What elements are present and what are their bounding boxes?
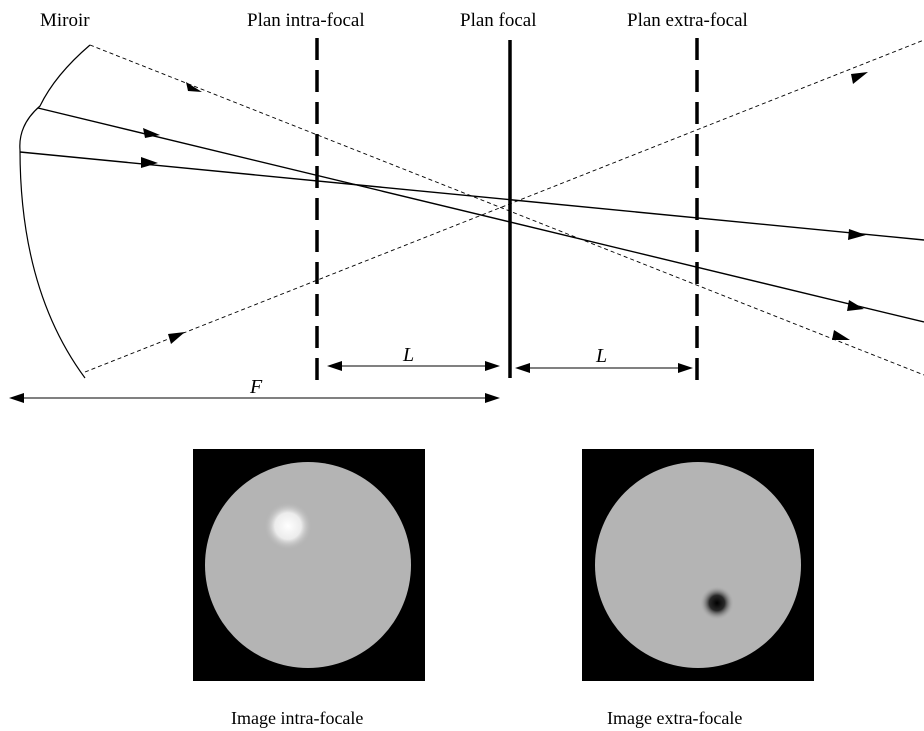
extra-image-caption: Image extra-focale <box>607 708 742 728</box>
distance-label-right: L <box>595 345 607 367</box>
distance-label-left: L <box>402 344 414 366</box>
ray-arrow <box>168 332 185 344</box>
marginal-ray-bottom <box>84 39 924 373</box>
mirror-surface <box>19 44 91 379</box>
intra-plane-label: Plan intra-focal <box>247 10 365 31</box>
aberrant-ray-1 <box>37 107 924 323</box>
ray-arrow <box>143 128 160 138</box>
extra-focal-image <box>582 449 814 681</box>
ray-arrow <box>847 300 864 311</box>
intra-focal-image <box>193 449 425 681</box>
arrowhead <box>485 393 500 403</box>
ray-arrow <box>848 229 866 240</box>
ray-arrow <box>851 72 868 84</box>
focal-plane-label: Plan focal <box>460 10 537 31</box>
arrowhead <box>485 361 500 371</box>
ray-arrow <box>832 330 850 340</box>
dark-spot <box>700 586 734 620</box>
intra-image-caption: Image intra-focale <box>231 708 363 728</box>
extra-plane-label: Plan extra-focal <box>627 10 748 31</box>
arrowhead <box>515 363 530 373</box>
focal-length-label: F <box>249 376 263 398</box>
ray-arrow <box>186 82 202 92</box>
ray-arrow <box>141 157 158 168</box>
mirror-label: Miroir <box>40 10 90 31</box>
arrowhead <box>327 361 342 371</box>
aberrant-ray-2 <box>19 151 924 241</box>
arrowhead <box>9 393 24 403</box>
bright-spot <box>264 502 312 550</box>
arrowhead <box>678 363 693 373</box>
marginal-ray-top <box>89 44 924 376</box>
